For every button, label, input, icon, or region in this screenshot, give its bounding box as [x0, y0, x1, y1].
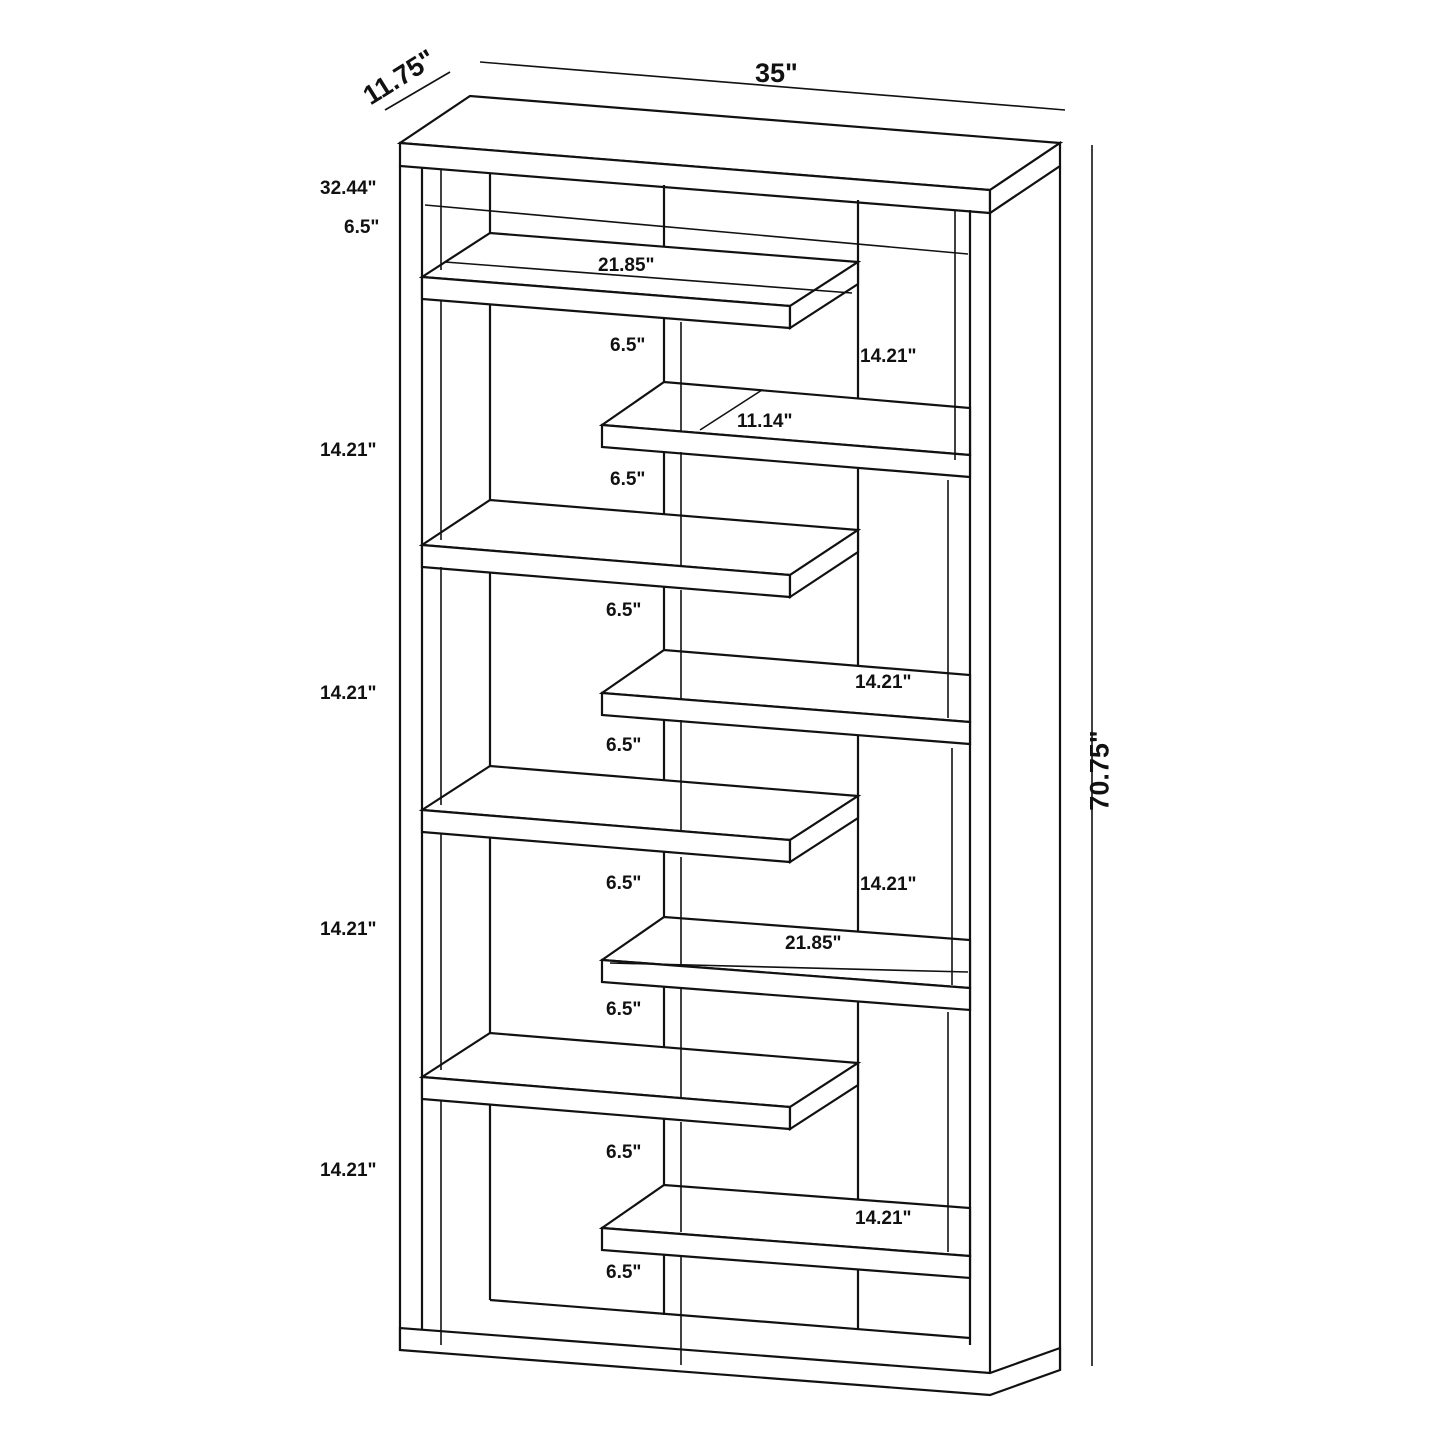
center-gap-label: 6.5"	[606, 999, 642, 1020]
shelf-width-top-label: 21.85"	[598, 255, 655, 276]
left-gap-label: 14.21"	[320, 1160, 377, 1181]
top-gap-label: 6.5"	[344, 217, 380, 238]
left-gap-label: 14.21"	[320, 919, 377, 940]
center-gap-label: 6.5"	[606, 873, 642, 894]
center-gap-label: 6.5"	[610, 335, 646, 356]
left-gap-label: 14.21"	[320, 440, 377, 461]
right-gap-label: 14.21"	[860, 874, 917, 895]
center-gap-label: 6.5"	[606, 735, 642, 756]
right-gap-label: 14.21"	[855, 1208, 912, 1229]
center-gap-label: 6.5"	[606, 1142, 642, 1163]
shelf-width-lower-label: 21.85"	[785, 933, 842, 954]
width-label: 35"	[755, 58, 798, 88]
center-gap-label: 6.5"	[606, 1262, 642, 1283]
shelf-depth-label: 11.14"	[737, 411, 793, 432]
height-label: 70.75"	[1084, 730, 1115, 811]
left-gap-label: 14.21"	[320, 683, 377, 704]
inner-width-label: 32.44"	[320, 178, 377, 199]
right-gap-label: 14.21"	[860, 346, 917, 367]
right-gap-label: 14.21"	[855, 672, 912, 693]
center-gap-label: 6.5"	[606, 600, 642, 621]
center-gap-label: 6.5"	[610, 469, 646, 490]
